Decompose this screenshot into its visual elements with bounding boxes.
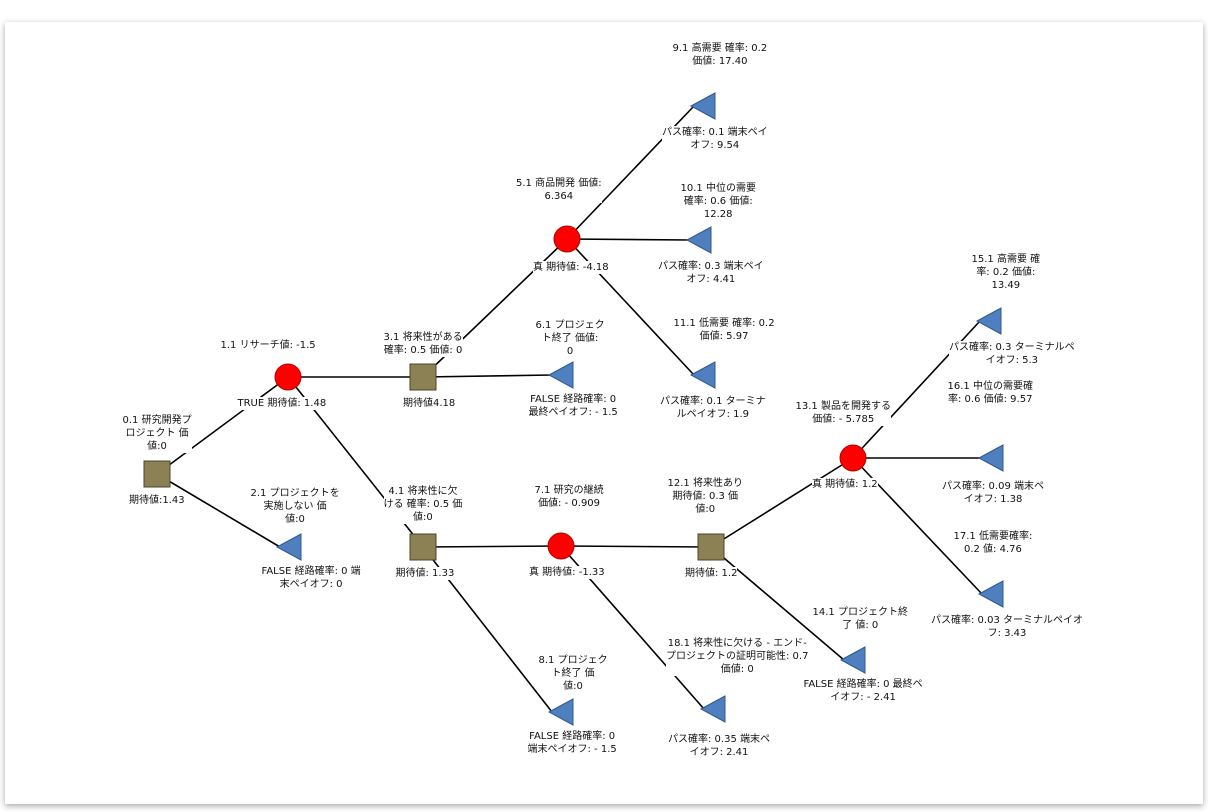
node-value-n12: 期待値: 1.2 <box>685 567 738 580</box>
node-label-n10: 10.1 中位の需要 確率: 0.6 価値: 12.28 <box>680 182 756 221</box>
node-label-n15: 15.1 高需要 確 率: 0.2 価値: 13.49 <box>971 253 1041 292</box>
node-value-n13: 真 期待値: 1.2 <box>812 478 878 491</box>
node-label-n2: 2.1 プロジェクトを 実施しない 価 値:0 <box>250 487 340 526</box>
terminal-node-n17[interactable] <box>977 580 1004 608</box>
node-value-n0: 期待値:1.43 <box>129 494 185 507</box>
diagram-canvas: 0.1 研究開発プ ロジェクト 価 値:0 期待値:1.43 1.1 リサーチ値: … <box>5 22 1203 804</box>
terminal-node-n18[interactable] <box>699 695 726 723</box>
node-label-n8: 8.1 プロジェク ト終了 価 値:0 <box>538 654 608 693</box>
node-label-n16: 16.1 中位の需要確 率: 0.6 価値: 9.57 <box>947 380 1033 406</box>
terminal-node-n2[interactable] <box>275 533 302 561</box>
terminal-node-n8[interactable] <box>547 698 574 726</box>
node-label-n14: 14.1 プロジェクト終 了 値: 0 <box>812 606 908 632</box>
node-label-n9: 9.1 高需要 確率: 0.2 価値: 17.40 <box>672 42 768 68</box>
node-value-n17: パス確率: 0.03 ターミナルペイオ フ: 3.43 <box>931 614 1083 640</box>
node-value-n16: パス確率: 0.09 端末ペ イオフ: 1.38 <box>942 480 1044 506</box>
node-label-n4: 4.1 将来性に欠 ける 確率: 0.5 価 値:0 <box>383 485 463 524</box>
decision-node-n0[interactable] <box>143 460 171 488</box>
edge-n0-n1 <box>156 376 289 475</box>
node-value-n7: 真 期待値: -1.33 <box>529 566 605 579</box>
terminal-node-n14[interactable] <box>839 646 866 674</box>
node-value-n10: パス確率: 0.3 端末ペイ オフ: 4.41 <box>658 260 764 286</box>
node-value-n1: TRUE 期待値: 1.48 <box>237 397 327 410</box>
node-value-n5: 真 期待値: -4.18 <box>533 261 609 274</box>
terminal-node-n15[interactable] <box>975 307 1002 335</box>
node-value-n18: パス確率: 0.35 端末ペ イオフ: 2.41 <box>668 733 770 759</box>
edge-n0-n2 <box>156 473 281 548</box>
node-value-n4: 期待値: 1.33 <box>395 567 455 580</box>
node-label-n0: 0.1 研究開発プ ロジェクト 価 値:0 <box>122 414 192 453</box>
node-label-n1: 1.1 リサーチ値: -1.5 <box>220 339 316 352</box>
decision-tree <box>143 92 1004 726</box>
decision-node-n12[interactable] <box>697 533 725 561</box>
edge-n4-n7 <box>422 545 562 548</box>
terminal-node-n9[interactable] <box>689 92 716 120</box>
node-label-n11: 11.1 低需要 確率: 0.2 価値: 5.97 <box>673 317 775 343</box>
node-value-n2: FALSE 経路確率: 0 端 末ペイオフ: 0 <box>261 565 361 591</box>
decision-node-n4[interactable] <box>409 533 437 561</box>
node-value-n15: パス確率: 0.3 ターミナルペ イオフ: 5.3 <box>949 341 1075 367</box>
node-label-n6: 6.1 プロジェク ト終了 価値: 0 <box>535 319 605 358</box>
node-value-n9: パス確率: 0.1 端末ペイ オフ: 9.54 <box>662 126 768 152</box>
node-label-n13: 13.1 製品を開発する 価値: - 5.785 <box>795 400 891 426</box>
edge-n5-n10 <box>566 238 691 241</box>
node-label-n17: 17.1 低需要確率: 0.2 値: 4.76 <box>953 530 1033 556</box>
node-value-n11: パス確率: 0.1 ターミナ ルペイオフ: 1.9 <box>660 395 766 421</box>
terminal-node-n11[interactable] <box>689 361 716 389</box>
node-label-n12: 12.1 将来性あり 期待値: 0.3 価 値:0 <box>667 477 743 516</box>
node-label-n3: 3.1 将来性がある 確率: 0.5 価値: 0 <box>383 331 463 357</box>
edge-n12-n14 <box>710 546 845 661</box>
terminal-node-n16[interactable] <box>977 444 1004 472</box>
node-label-n18: 18.1 将来性に欠ける - エンド- プロジェクトの証明可能性: 0.7 価値… <box>666 637 809 676</box>
chance-node-n1[interactable] <box>274 363 302 391</box>
terminal-node-n10[interactable] <box>685 226 712 254</box>
node-value-n3: 期待値4.18 <box>403 397 456 410</box>
node-value-n6: FALSE 経路確率: 0 最終ペイオフ: - 1.5 <box>528 393 618 419</box>
chance-node-n5[interactable] <box>553 225 581 253</box>
chance-node-n13[interactable] <box>839 444 867 472</box>
chance-node-n7[interactable] <box>547 532 575 560</box>
node-value-n8: FALSE 経路確率: 0 端末ペイオフ: - 1.5 <box>527 730 617 756</box>
edge-n3-n6 <box>422 374 553 378</box>
node-label-n5: 5.1 商品開発 価値: 6.364 <box>516 177 602 203</box>
node-label-n7: 7.1 研究の継続 価値: - 0.909 <box>534 484 604 510</box>
edge-n12-n13 <box>710 457 854 548</box>
edge-n7-n12 <box>560 545 712 548</box>
node-value-n14: FALSE 経路確率: 0 最終ペ イオフ: - 2.41 <box>803 678 923 704</box>
terminal-node-n6[interactable] <box>547 361 574 389</box>
decision-node-n3[interactable] <box>409 363 437 391</box>
